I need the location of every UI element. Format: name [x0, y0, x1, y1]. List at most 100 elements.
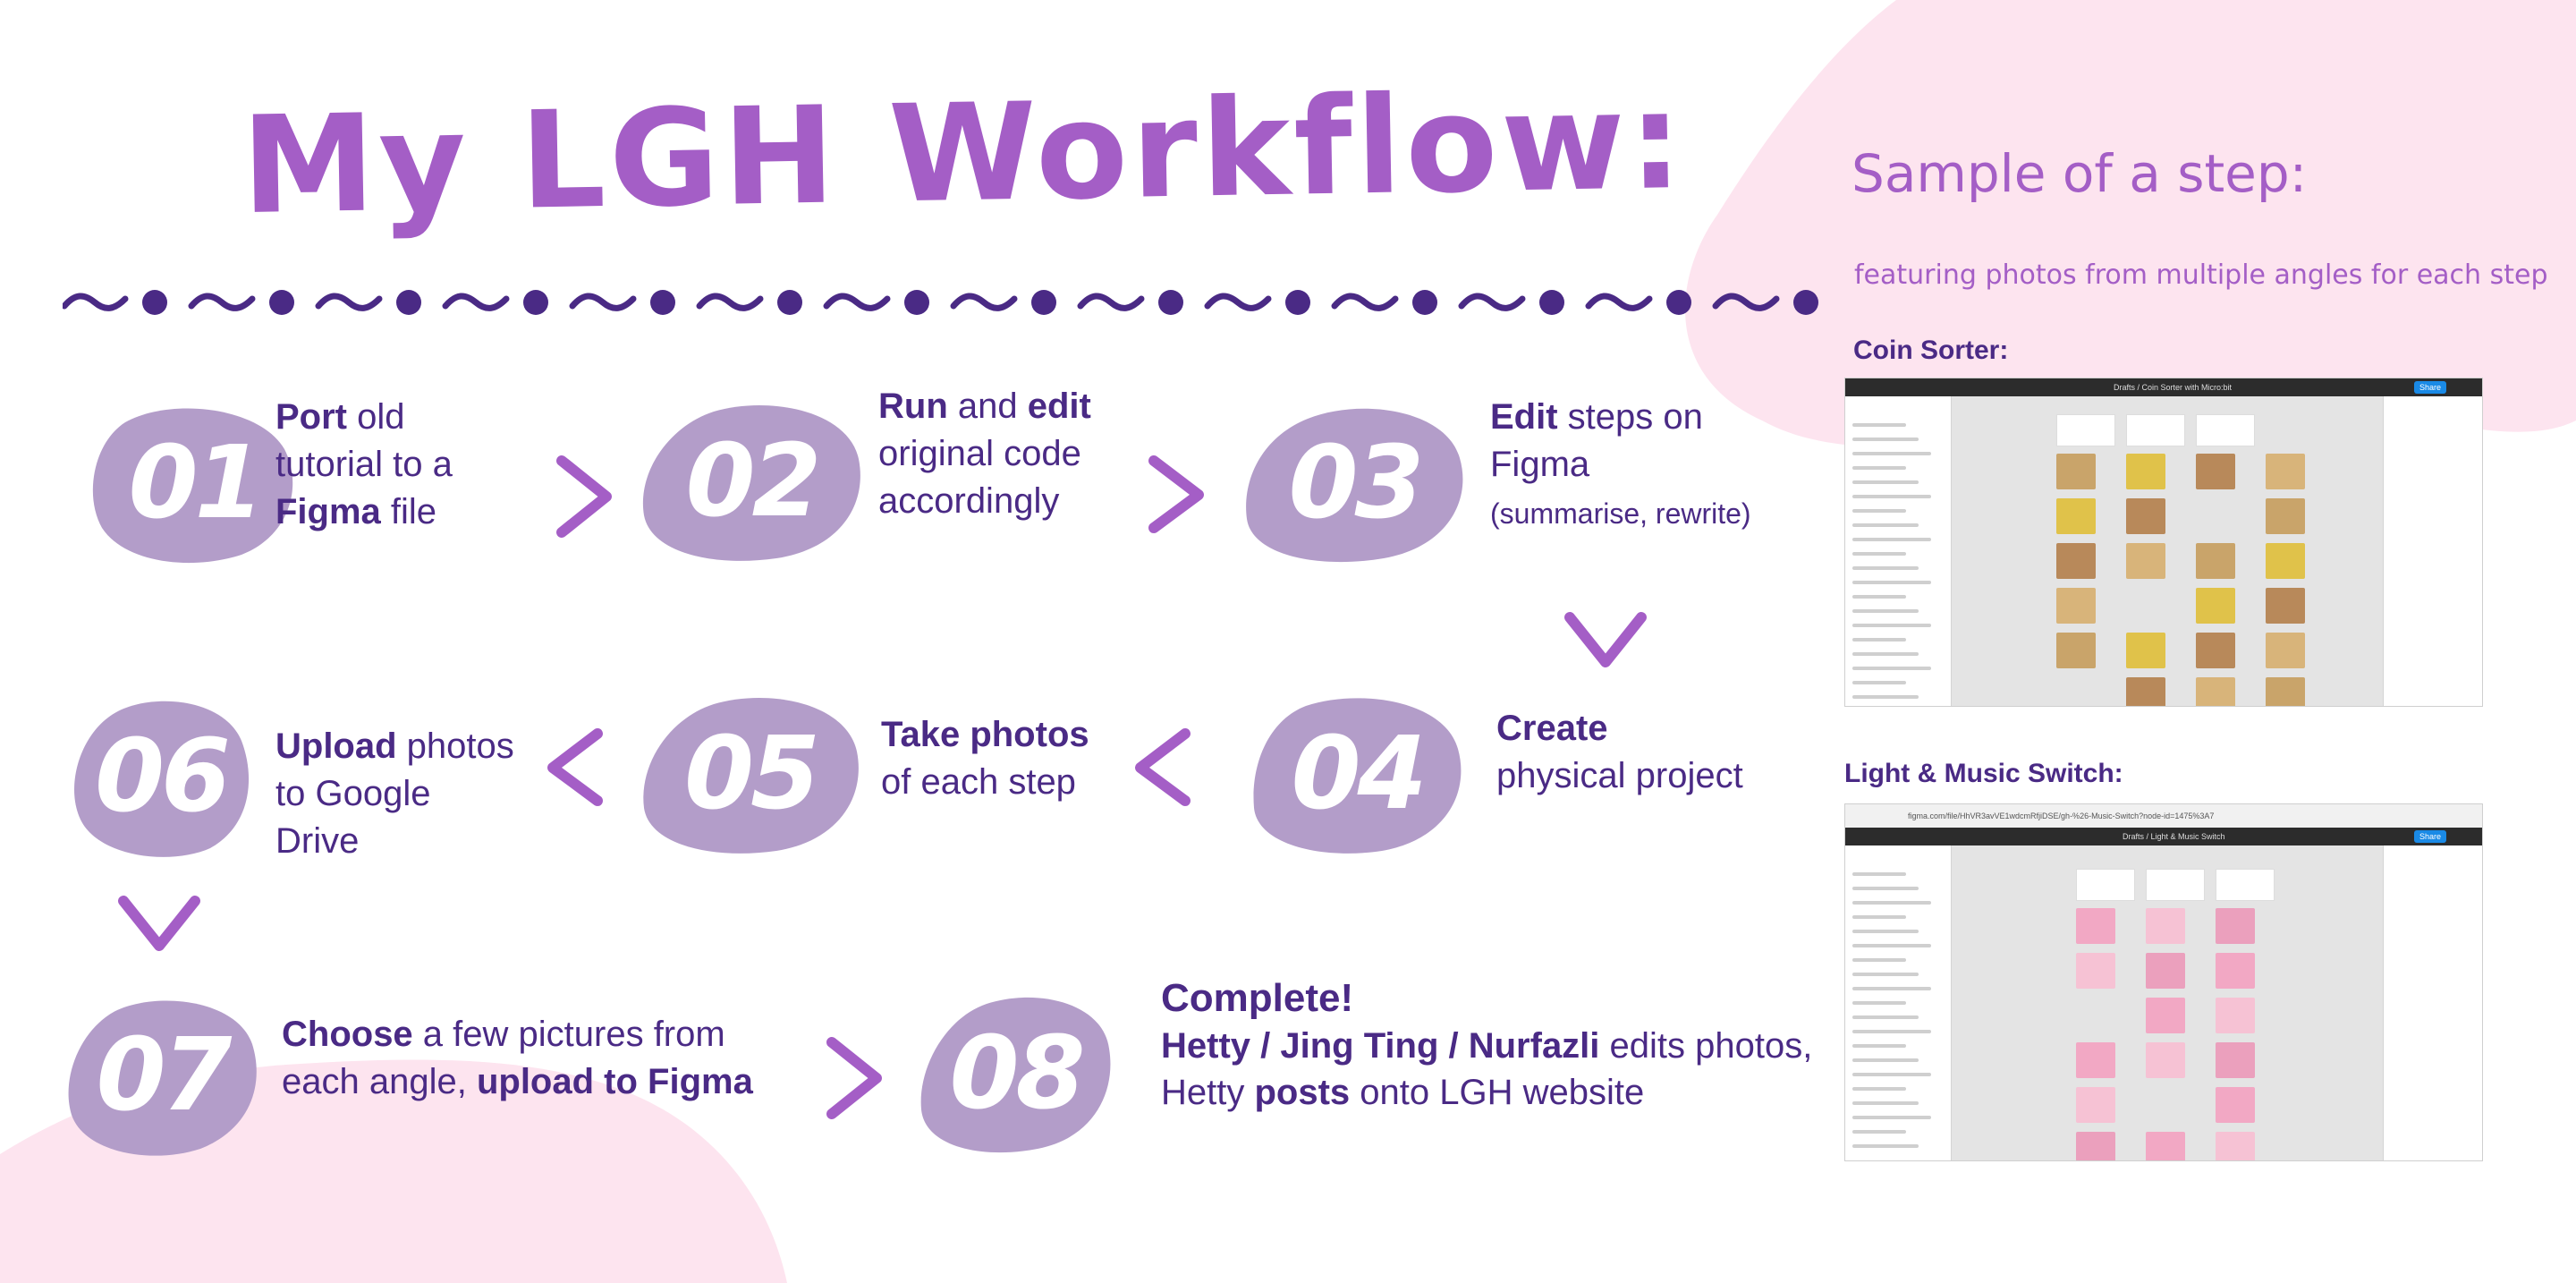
step-text-run: onto LGH website	[1350, 1073, 1645, 1112]
layer-row	[1852, 915, 1906, 919]
photo-thumbnail	[2216, 1042, 2255, 1078]
figma-canvas	[1951, 845, 2384, 1160]
step-badge-07: 07	[66, 995, 258, 1156]
step-text-run: Run	[878, 387, 948, 426]
step-badge-05: 05	[642, 693, 859, 854]
layer-row	[1852, 581, 1931, 584]
divider-wave	[823, 293, 891, 311]
layer-row	[1852, 652, 1919, 656]
step-badge-03: 03	[1245, 403, 1464, 564]
step-number: 06	[95, 718, 231, 835]
divider-wave	[442, 293, 510, 311]
step-text-run: Hetty / Jing Ting / Nurfazli	[1161, 1026, 1600, 1066]
layer-row	[1852, 1058, 1919, 1062]
step-text-run: Create	[1496, 709, 1608, 748]
step-number: 01	[128, 425, 265, 541]
photo-thumbnail	[2126, 454, 2165, 489]
step-text-run: tutorial to a	[275, 445, 453, 484]
divider-dot	[142, 290, 167, 315]
layer-row	[1852, 609, 1919, 613]
step-text-run: a few pictures from	[412, 1015, 725, 1054]
layer-row	[1852, 1044, 1906, 1048]
text-frame	[2056, 414, 2115, 446]
light-music-switch-label: Light & Music Switch:	[1844, 759, 2123, 788]
figma-file-title: Drafts / Light & Music Switch	[2123, 832, 2225, 841]
layer-row	[1852, 1015, 1919, 1019]
layer-row	[1852, 872, 1906, 876]
divider-dot	[904, 290, 929, 315]
divider-wave	[696, 293, 764, 311]
layer-row	[1852, 438, 1919, 441]
divider-wave	[188, 293, 256, 311]
photo-thumbnail	[2266, 633, 2305, 668]
layer-row	[1852, 887, 1919, 890]
step-badge-04: 04	[1252, 693, 1462, 854]
divider-dot	[1793, 290, 1818, 315]
figma-design-panel	[2383, 845, 2482, 1160]
layer-row	[1852, 566, 1919, 570]
layer-row	[1852, 495, 1931, 498]
step-text-run: physical project	[1496, 756, 1743, 795]
divider-wave	[1585, 293, 1653, 311]
coin-sorter-screenshot: Drafts / Coin Sorter with Micro:bit Shar…	[1844, 378, 2483, 707]
layer-row	[1852, 423, 1906, 427]
step-text-run: Edit	[1490, 397, 1558, 437]
divider-wave	[1458, 293, 1526, 311]
photo-thumbnail	[2266, 677, 2305, 706]
photo-thumbnail	[2126, 633, 2165, 668]
photo-thumbnail	[2266, 588, 2305, 624]
photo-thumbnail	[2216, 953, 2255, 989]
layer-row	[1852, 638, 1906, 642]
layer-row	[1852, 466, 1906, 470]
text-frame	[2126, 414, 2185, 446]
step-text-run: file	[380, 492, 437, 531]
divider-wave	[1331, 293, 1399, 311]
step-badge-08: 08	[919, 993, 1112, 1154]
divider-dot	[650, 290, 675, 315]
arrow-right-icon	[826, 1037, 882, 1119]
layer-row	[1852, 509, 1906, 513]
photo-thumbnail	[2196, 588, 2235, 624]
layer-row	[1852, 944, 1931, 947]
share-button: Share	[2414, 830, 2447, 843]
page-title: My LGH Workflow:	[240, 63, 1688, 245]
photo-thumbnail	[2216, 908, 2255, 944]
layer-row	[1852, 667, 1931, 670]
divider-dot	[1285, 290, 1310, 315]
layer-row	[1852, 1001, 1906, 1005]
divider-wave	[950, 293, 1018, 311]
photo-thumbnail	[2076, 1042, 2115, 1078]
layer-row	[1852, 695, 1919, 699]
figma-toolbar: Drafts / Light & Music Switch Share	[1845, 828, 2482, 845]
layer-row	[1852, 1130, 1906, 1134]
step-text-run: old	[347, 397, 405, 437]
photo-thumbnail	[2076, 953, 2115, 989]
layer-row	[1852, 1030, 1931, 1033]
share-button: Share	[2414, 381, 2447, 394]
step-text-run: edit	[1027, 387, 1091, 426]
photo-thumbnail	[2266, 454, 2305, 489]
photo-thumbnail	[2056, 543, 2096, 579]
divider-wave	[1712, 293, 1780, 311]
figma-layers-panel	[1845, 396, 1952, 706]
sample-title: Sample of a step:	[1852, 143, 2308, 204]
figma-file-title: Drafts / Coin Sorter with Micro:bit	[2114, 383, 2233, 392]
layer-row	[1852, 595, 1906, 599]
arrow-right-icon	[556, 455, 612, 538]
arrow-down-icon	[118, 896, 200, 951]
layer-row	[1852, 1144, 1919, 1148]
light-music-switch-screenshot: figma.com/file/HhVR3avVE1wdcmRfjiDSE/gh-…	[1844, 803, 2483, 1161]
step-text-run: posts	[1254, 1073, 1351, 1112]
arrow-right-icon	[1148, 455, 1204, 533]
divider-dot	[1031, 290, 1056, 315]
layer-row	[1852, 523, 1919, 527]
photo-thumbnail	[2196, 677, 2235, 706]
layer-row	[1852, 901, 1931, 905]
text-frame	[2076, 869, 2135, 901]
step-text-run: Complete!	[1161, 976, 1354, 1020]
layer-row	[1852, 480, 1919, 484]
photo-thumbnail	[2196, 543, 2235, 579]
